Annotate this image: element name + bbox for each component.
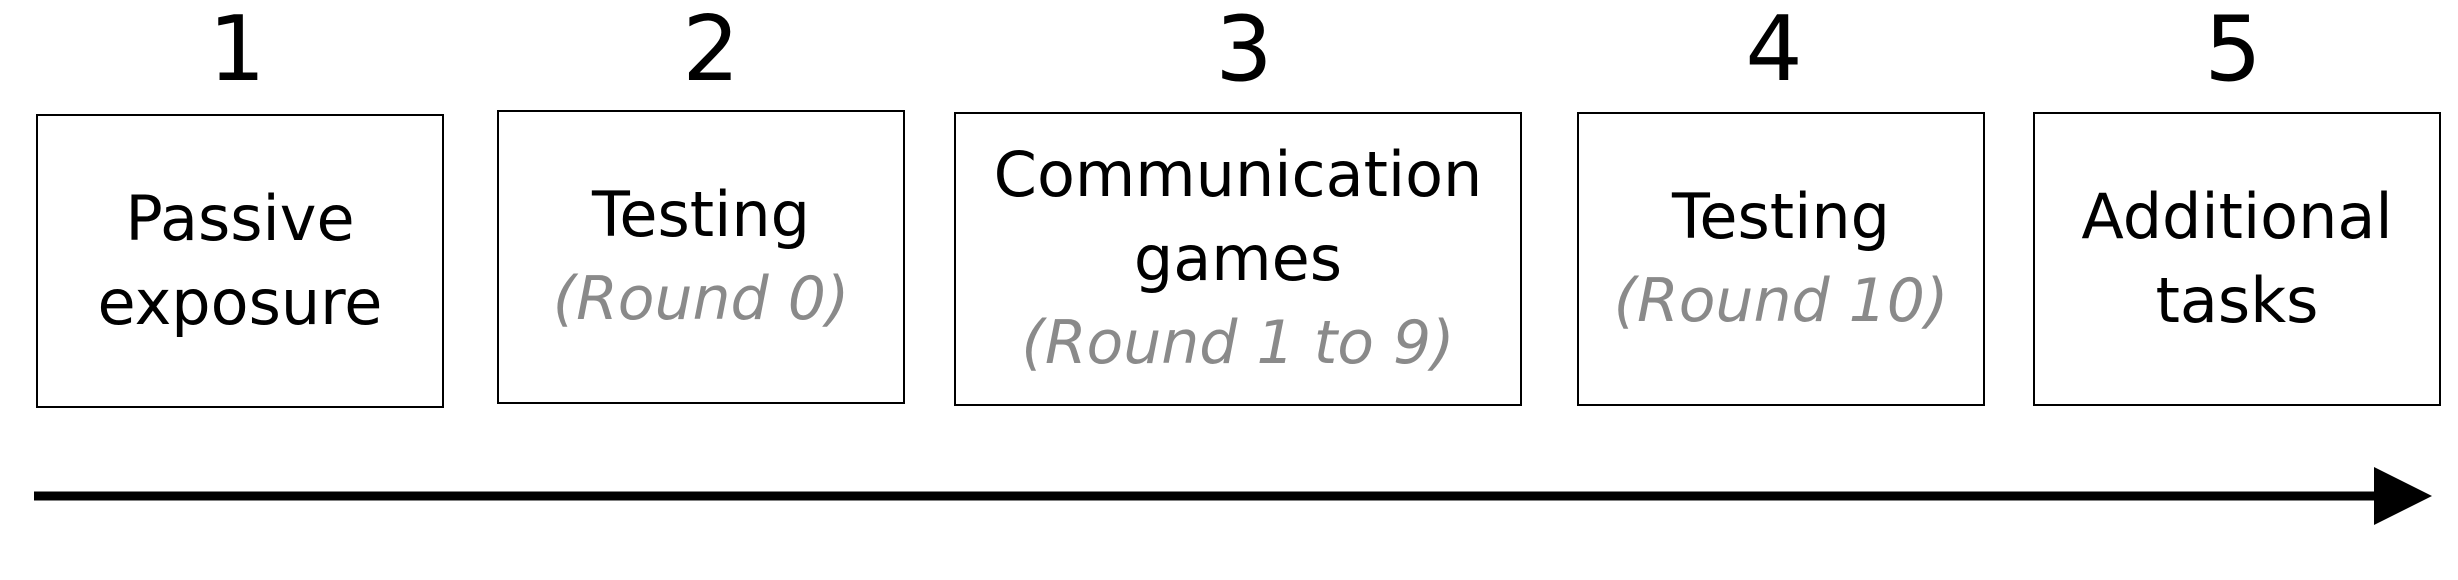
step-1-box: Passive exposure [36,114,444,408]
timeline-arrow-head [2374,467,2432,525]
step-4-subtitle: (Round 10) [1613,266,1949,336]
step-3-title-line-2: games [1133,222,1343,295]
step-4-title: Testing [1672,180,1890,253]
step-1-title-line-1: Passive [125,182,355,255]
step-2-box: Testing (Round 0) [497,110,905,404]
step-5-title-line-1: Additional [2081,180,2393,253]
step-5-title-line-2: tasks [2155,264,2319,337]
step-4-number: 4 [1745,0,1803,102]
step-3-box: Communication games (Round 1 to 9) [954,112,1522,406]
step-3-title-line-1: Communication [993,138,1483,211]
step-2-title: Testing [592,178,810,251]
timeline-arrow [34,467,2432,525]
step-4-box: Testing (Round 10) [1577,112,1985,406]
step-5-box: Additional tasks [2033,112,2441,406]
step-1-number: 1 [208,0,266,102]
step-5-number: 5 [2204,0,2262,102]
step-1-title-line-2: exposure [97,266,383,339]
step-3-subtitle: (Round 1 to 9) [1021,308,1455,378]
step-2-subtitle: (Round 0) [552,264,850,334]
step-3-number: 3 [1215,0,1273,102]
step-2-number: 2 [682,0,740,102]
